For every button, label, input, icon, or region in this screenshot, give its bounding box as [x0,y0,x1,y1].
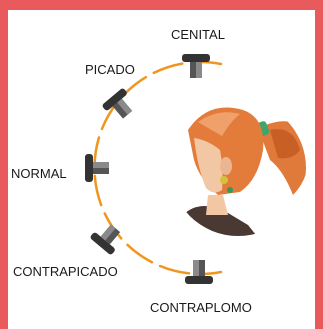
camera-top-icon [182,54,210,78]
camera-angles-diagram [85,54,306,284]
label-contrapicado: CONTRAPICADO [13,264,118,279]
label-picado: PICADO [85,62,135,77]
camera-low-angle-icon [90,224,121,255]
label-cenital: CENITAL [171,27,225,42]
label-contraplomo: CONTRAPLOMO [150,300,252,315]
camera-high-angle-icon [102,88,133,119]
label-normal: NORMAL [11,166,67,181]
diagram-panel: CENITAL PICADO NORMAL CONTRAPICADO CONTR… [8,10,315,329]
camera-eye-level-icon [85,154,109,182]
character-head-icon [170,100,306,236]
camera-bottom-icon [185,260,213,284]
